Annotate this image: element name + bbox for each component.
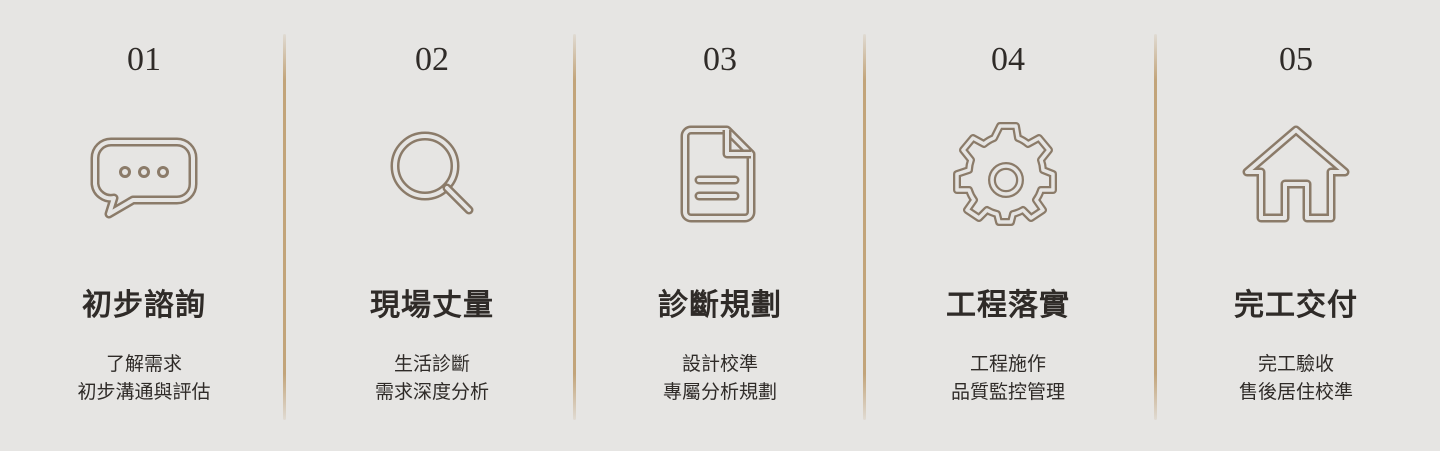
gear-icon (864, 122, 1152, 226)
step-description-line: 需求深度分析 (374, 381, 489, 403)
step-number: 04 (991, 41, 1025, 78)
step-description: 設計校準 專屬分析規劃 (576, 350, 864, 406)
step-title: 診斷規劃 (658, 288, 782, 323)
step-description-line: 完工驗收 (1257, 353, 1334, 375)
step-number: 05 (1279, 41, 1313, 78)
step-title: 完工交付 (1234, 288, 1358, 323)
step-03: 03 診斷規劃 設計校準 專屬分析規劃 (576, 0, 864, 451)
step-divider (573, 34, 576, 420)
step-title: 現場丈量 (370, 288, 494, 323)
step-description-line: 設計校準 (681, 353, 758, 375)
step-description-line: 工程施作 (969, 353, 1046, 375)
step-description: 完工驗收 售後居住校準 (1152, 350, 1440, 406)
step-divider (283, 34, 286, 420)
chat-bubble-icon (0, 122, 288, 226)
step-divider (863, 34, 866, 420)
step-description: 了解需求 初步溝通與評估 (0, 350, 288, 406)
search-icon (288, 122, 576, 226)
step-04: 04 工程落實 工程施作 品質監控管理 (864, 0, 1152, 451)
step-description: 工程施作 品質監控管理 (864, 350, 1152, 406)
house-icon (1152, 122, 1440, 226)
step-description-line: 生活診斷 (393, 353, 470, 375)
step-title: 初步諮詢 (82, 288, 206, 323)
step-01: 01 初步諮詢 了解需求 初步溝通與評估 (0, 0, 288, 451)
step-divider (1154, 34, 1157, 420)
document-icon (576, 122, 864, 226)
step-02: 02 現場丈量 生活診斷 需求深度分析 (288, 0, 576, 451)
step-description-line: 品質監控管理 (950, 381, 1065, 403)
step-title: 工程落實 (946, 288, 1070, 323)
step-description: 生活診斷 需求深度分析 (288, 350, 576, 406)
step-number: 02 (415, 41, 449, 78)
step-number: 03 (703, 41, 737, 78)
step-description-line: 售後居住校準 (1238, 381, 1353, 403)
step-number: 01 (127, 41, 161, 78)
step-description-line: 專屬分析規劃 (662, 381, 777, 403)
step-description-line: 初步溝通與評估 (77, 381, 211, 403)
step-description-line: 了解需求 (105, 353, 182, 375)
step-05: 05 完工交付 完工驗收 售後居住校準 (1152, 0, 1440, 451)
